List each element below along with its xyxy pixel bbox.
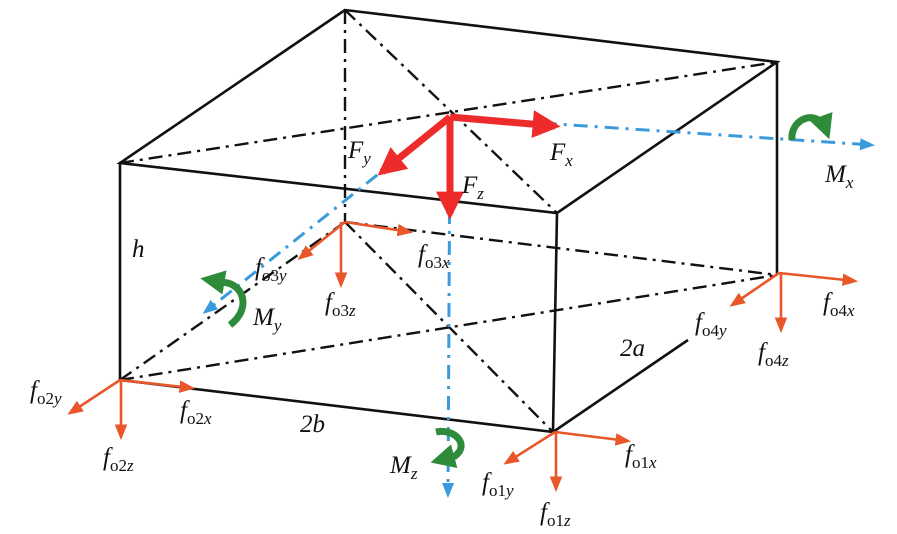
- fo1z-num: o1: [547, 511, 564, 530]
- fx-label: Fx: [549, 139, 573, 170]
- labels: h 2b 2a Fx Fy Fz Mx My Mz fo3xfo3yfo3zfo…: [30, 137, 855, 530]
- fo1z-axis: z: [563, 511, 571, 530]
- hidden-lines: [119, 9, 778, 433]
- fo4x-base: f: [823, 289, 833, 316]
- bottom-diagonal: [119, 273, 778, 382]
- fo1y-label: fo1y: [482, 469, 514, 500]
- fo3x-arrow: [344, 220, 414, 237]
- box-edges: [116, 8, 781, 434]
- fy-arrow: [377, 114, 453, 176]
- applied-forces: [377, 110, 561, 220]
- top-diagonal: [344, 9, 558, 214]
- fx-sub: x: [564, 151, 573, 170]
- fo1z-label: fo1z: [540, 499, 571, 530]
- fo2y-num: o2: [37, 389, 54, 408]
- fo1y-arrow: [503, 430, 556, 465]
- coordinate-axes: [202, 115, 875, 498]
- my-moment-arrow: [200, 270, 247, 328]
- mx-base: M: [824, 161, 847, 188]
- fo2x-axis: x: [203, 409, 212, 428]
- mx-sub: x: [845, 173, 854, 192]
- fo1y-num: o1: [489, 481, 506, 500]
- fo1y-axis: y: [504, 481, 514, 500]
- fo2x-num: o2: [187, 409, 204, 428]
- fo4y-axis: y: [717, 321, 727, 340]
- mx-moment-arrow: [788, 111, 833, 141]
- bottom-diagonal: [344, 221, 554, 433]
- fo2y-axis: y: [52, 389, 62, 408]
- hidden-bottom-edge: [119, 221, 346, 381]
- mz-moment-arrow: [430, 427, 465, 469]
- fy-base: F: [347, 137, 364, 164]
- mz-base: M: [389, 452, 412, 479]
- fo3z-num: o3: [332, 301, 349, 320]
- fo4y-num: o4: [702, 321, 720, 340]
- my-sub: y: [272, 316, 282, 335]
- fo2z-label: fo2z: [103, 444, 134, 475]
- fo3x-axis: x: [441, 253, 450, 272]
- fz-label: Fz: [461, 172, 484, 203]
- fo1x-label: fo1x: [625, 441, 657, 472]
- fz-sub: z: [476, 184, 484, 203]
- fo2y-label: fo2y: [30, 377, 62, 408]
- fo4x-arrow: [778, 271, 859, 286]
- fo3y-num: o3: [262, 266, 279, 285]
- fo4z-base: f: [758, 339, 768, 366]
- fo3z-base: f: [325, 289, 335, 316]
- length-label: 2b: [300, 411, 325, 438]
- fy-label: Fy: [347, 137, 371, 168]
- edge: [552, 338, 689, 434]
- fo4y-base: f: [695, 309, 705, 336]
- top-diagonal: [119, 60, 778, 165]
- fo2x-label: fo2x: [180, 397, 212, 428]
- fo3y-axis: y: [277, 266, 287, 285]
- height-label: h: [132, 236, 145, 263]
- fo1y-base: f: [482, 469, 492, 496]
- fo4z-num: o4: [765, 351, 783, 370]
- fo3y-arrow: [297, 220, 346, 260]
- fo4z-axis: z: [781, 351, 789, 370]
- width-label: 2a: [620, 335, 645, 362]
- edge: [551, 212, 559, 433]
- fo4y-arrow: [729, 271, 780, 307]
- fo1x-num: o1: [632, 453, 649, 472]
- fo2x-arrow: [119, 378, 196, 393]
- fo4y-label: fo4y: [695, 309, 727, 340]
- fx-arrow: [449, 110, 561, 139]
- fo2z-axis: z: [126, 456, 134, 475]
- mx-label: Mx: [824, 161, 854, 192]
- fo3x-base: f: [418, 241, 428, 268]
- fx-base: F: [549, 139, 566, 166]
- fo2z-num: o2: [110, 456, 127, 475]
- fo2y-base: f: [30, 377, 40, 404]
- fo3y-label: fo3y: [255, 254, 287, 285]
- fo3y-base: f: [255, 254, 265, 281]
- fo4x-num: o4: [830, 301, 848, 320]
- fo4z-label: fo4z: [758, 339, 789, 370]
- fo1x-base: f: [625, 441, 635, 468]
- fo3x-num: o3: [425, 253, 442, 272]
- my-label: My: [252, 304, 282, 335]
- fz-base: F: [461, 172, 478, 199]
- mz-sub: z: [410, 464, 418, 483]
- moments: [200, 111, 833, 469]
- fo1x-arrow: [554, 430, 632, 446]
- fo4x-axis: x: [846, 301, 855, 320]
- fo1z-base: f: [540, 499, 550, 526]
- my-base: M: [252, 304, 275, 331]
- fy-sub: y: [361, 149, 371, 168]
- fo3x-label: fo3x: [418, 241, 450, 272]
- fo2x-base: f: [180, 397, 190, 424]
- fo2z-base: f: [103, 444, 113, 471]
- reaction-forces: [67, 220, 859, 493]
- hidden-bottom-edge: [344, 220, 778, 277]
- fo2y-arrow: [67, 378, 121, 415]
- fo3z-axis: z: [348, 301, 356, 320]
- fo4x-label: fo4x: [823, 289, 855, 320]
- fo1x-axis: x: [648, 453, 657, 472]
- fo3z-label: fo3z: [325, 289, 356, 320]
- mz-label: Mz: [389, 452, 418, 483]
